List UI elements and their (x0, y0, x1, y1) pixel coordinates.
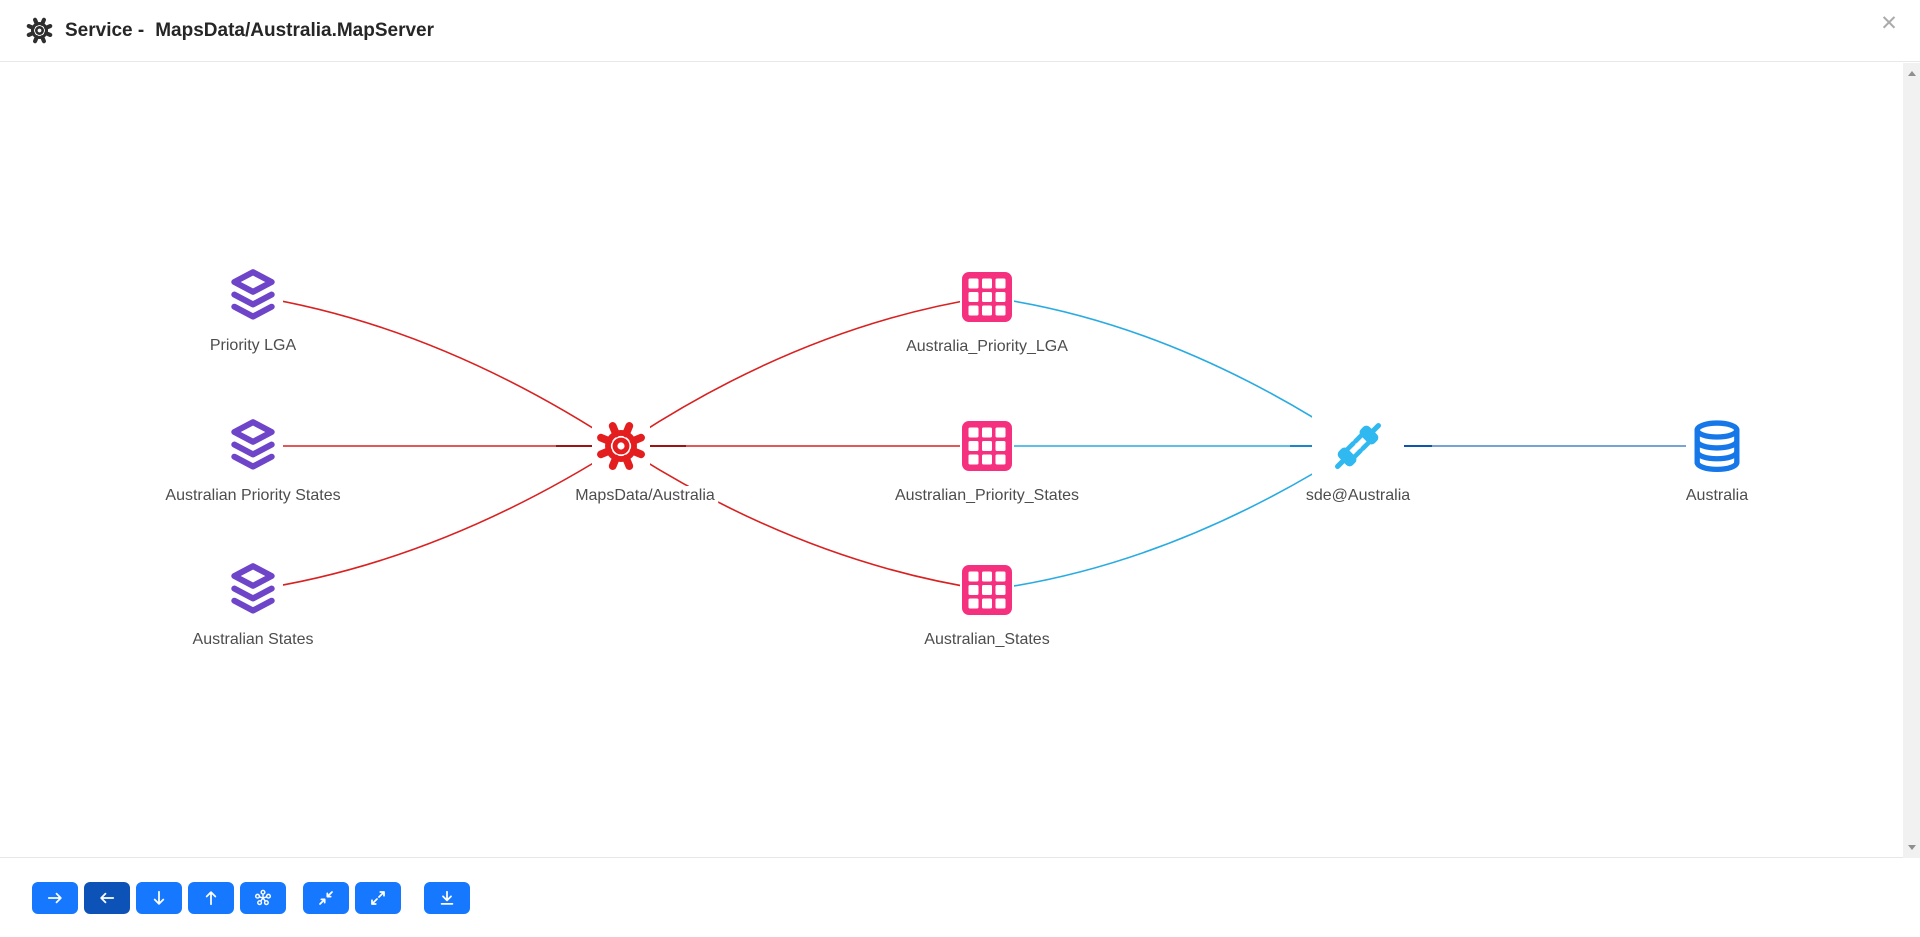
close-icon: ✕ (1880, 11, 1898, 35)
edges-layer (252, 295, 1717, 591)
table-grid-icon[interactable] (960, 563, 1014, 617)
service-name: MapsData/Australia.MapServer (155, 19, 435, 41)
node-label-australian-priority-states-table: Australian_Priority_States (891, 486, 1083, 506)
table-grid-icon[interactable] (960, 419, 1014, 473)
node-label-australia-db: Australia (1682, 486, 1752, 506)
node-label-sde-australia: sde@Australia (1302, 486, 1414, 506)
table-grid-icon[interactable] (960, 270, 1014, 324)
database-icon[interactable] (1686, 414, 1748, 478)
plug-connection-icon[interactable] (1312, 412, 1404, 480)
layers-icon[interactable] (223, 268, 283, 324)
dialog-title: Service - MapsData/Australia.MapServer (65, 20, 434, 42)
node-label-australia-priority-lga-table: Australia_Priority_LGA (903, 337, 1071, 357)
download-icon (440, 890, 454, 905)
layers-icon[interactable] (223, 562, 283, 618)
pan-down-button[interactable] (136, 882, 182, 914)
edge-australia-priority-lga-table--sde-australia (986, 296, 1359, 447)
pan-up-button[interactable] (188, 882, 234, 914)
dialog-header: Service - MapsData/Australia.MapServer ✕ (0, 0, 1920, 62)
toolbar-footer (0, 859, 1920, 937)
arrow-left-icon (100, 892, 115, 904)
node-label-australian-states-table: Australian_States (921, 630, 1053, 650)
gear-icon[interactable] (592, 417, 650, 475)
edge-mapsdata-australia--australian-states-table (620, 445, 988, 591)
network-layout-icon (254, 889, 272, 906)
node-label-priority-lga: Priority LGA (206, 336, 300, 356)
scroll-up-arrow-icon[interactable] (1903, 65, 1920, 82)
vertical-scrollbar[interactable] (1903, 63, 1920, 858)
expand-diagonal-icon (371, 891, 385, 905)
node-label-australian-priority-states: Australian Priority States (162, 486, 344, 506)
edge-australian-states-table--sde-australia (986, 445, 1359, 591)
close-button[interactable]: ✕ (1874, 8, 1904, 38)
node-label-australian-states: Australian States (189, 630, 317, 650)
pan-right-button[interactable] (32, 882, 78, 914)
service-gear-icon (24, 15, 55, 46)
expand-button[interactable] (355, 882, 401, 914)
node-label-mapsdata-australia: MapsData/Australia (572, 486, 718, 506)
graph-toolbar (32, 882, 476, 914)
arrow-up-icon (205, 891, 217, 906)
edge-australian-states--mapsdata-australia (252, 445, 622, 591)
auto-layout-button[interactable] (240, 882, 286, 914)
graph-canvas[interactable]: Priority LGA Australian Priority States … (0, 62, 1920, 858)
collapse-diagonal-icon (319, 891, 333, 905)
pan-left-button[interactable] (84, 882, 130, 914)
scroll-down-arrow-icon[interactable] (1903, 839, 1920, 856)
arrow-down-icon (153, 890, 165, 905)
edge-priority-lga--mapsdata-australia (252, 295, 622, 447)
layers-icon[interactable] (223, 418, 283, 474)
service-label: Service - (65, 19, 145, 41)
edge-mapsdata-australia--australia-priority-lga-table (620, 296, 988, 447)
download-button[interactable] (424, 882, 470, 914)
arrow-right-icon (47, 892, 62, 904)
collapse-button[interactable] (303, 882, 349, 914)
